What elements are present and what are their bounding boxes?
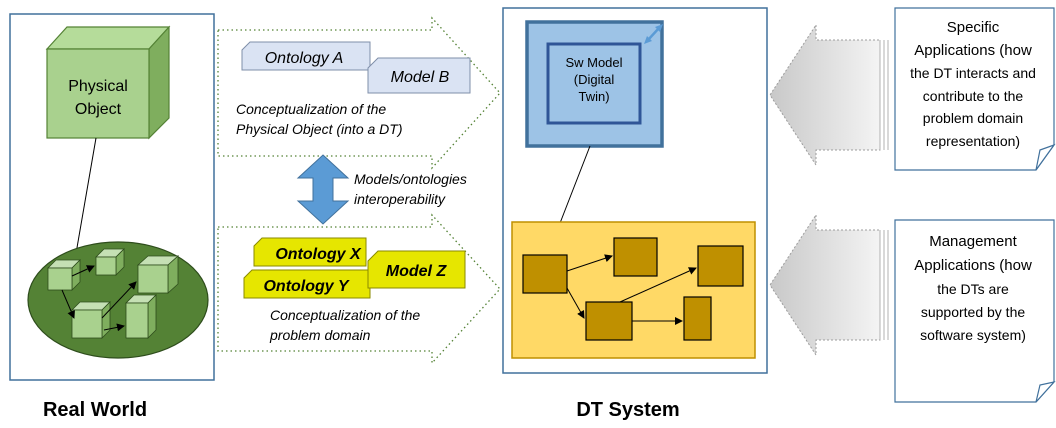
ontology-a-shape: Ontology A xyxy=(241,41,371,71)
management-apps-arrow xyxy=(769,213,889,357)
interop-double-arrow xyxy=(296,154,350,225)
domain-node xyxy=(613,237,658,277)
lower-caption-1: Conceptualization of the xyxy=(270,307,420,323)
model-z-shape: Model Z xyxy=(367,250,466,289)
dt-system-title: DT System xyxy=(576,399,679,421)
model-b-label: Model B xyxy=(391,69,450,86)
management-apps-line-4: supported by the xyxy=(921,304,1026,320)
object-link-line xyxy=(73,137,97,266)
specific-apps-arrow xyxy=(769,23,889,167)
ontology-x-label: Ontology X xyxy=(275,246,362,263)
mini-cube xyxy=(47,259,81,291)
domain-node xyxy=(585,301,633,341)
specific-apps-line-1: Specific xyxy=(947,19,1000,36)
ontology-y-label: Ontology Y xyxy=(263,278,349,295)
physical-object-label-1: Physical xyxy=(68,78,128,95)
specific-apps-line-5: problem domain xyxy=(923,110,1023,126)
real-world-ellipse xyxy=(27,241,209,359)
upper-caption-2: Physical Object (into a DT) xyxy=(236,121,403,137)
mini-cube xyxy=(136,255,180,294)
management-applications-note: Management Applications (how the DTs are… xyxy=(894,219,1056,403)
resize-icon xyxy=(644,24,663,44)
model-z-label: Model Z xyxy=(386,263,448,280)
management-apps-line-2: Applications (how xyxy=(914,257,1032,274)
sw-model-label-2: (Digital xyxy=(574,72,615,87)
mini-cube xyxy=(95,248,125,276)
specific-apps-line-2: Applications (how xyxy=(914,42,1032,59)
specific-apps-line-6: representation) xyxy=(926,133,1020,149)
domain-node xyxy=(683,296,712,341)
problem-domain-panel xyxy=(511,221,756,359)
upper-flow-arrow xyxy=(217,16,501,170)
management-apps-line-3: the DTs are xyxy=(937,281,1009,297)
lower-flow-arrow xyxy=(217,213,501,365)
interop-label-2: interoperability xyxy=(354,191,446,207)
management-apps-line-1: Management xyxy=(929,233,1017,250)
real-world-title: Real World xyxy=(43,399,147,421)
specific-apps-line-4: contribute to the xyxy=(923,88,1024,104)
mini-cube xyxy=(125,294,157,339)
sw-model-label-1: Sw Model xyxy=(565,55,622,70)
physical-object-cube: Physical Object xyxy=(45,25,171,140)
domain-node xyxy=(522,254,568,294)
specific-applications-note: Specific Applications (how the DT intera… xyxy=(894,7,1056,171)
sw-model-block: Sw Model (Digital Twin) xyxy=(525,20,664,148)
sw-model-label-3: Twin) xyxy=(578,89,609,104)
mini-cube xyxy=(71,301,111,339)
ontology-x-shape: Ontology X xyxy=(253,237,367,267)
specific-apps-line-3: the DT interacts and xyxy=(910,65,1036,81)
management-apps-line-5: software system) xyxy=(920,327,1026,343)
upper-caption-1: Conceptualization of the xyxy=(236,101,386,117)
model-b-shape: Model B xyxy=(367,57,471,94)
domain-node xyxy=(697,245,744,287)
interop-label-1: Models/ontologies xyxy=(354,171,467,187)
lower-caption-2: problem domain xyxy=(269,327,371,343)
ontology-a-label: Ontology A xyxy=(265,50,344,67)
ontology-y-shape: Ontology Y xyxy=(243,269,371,299)
physical-object-label-2: Object xyxy=(75,101,122,118)
